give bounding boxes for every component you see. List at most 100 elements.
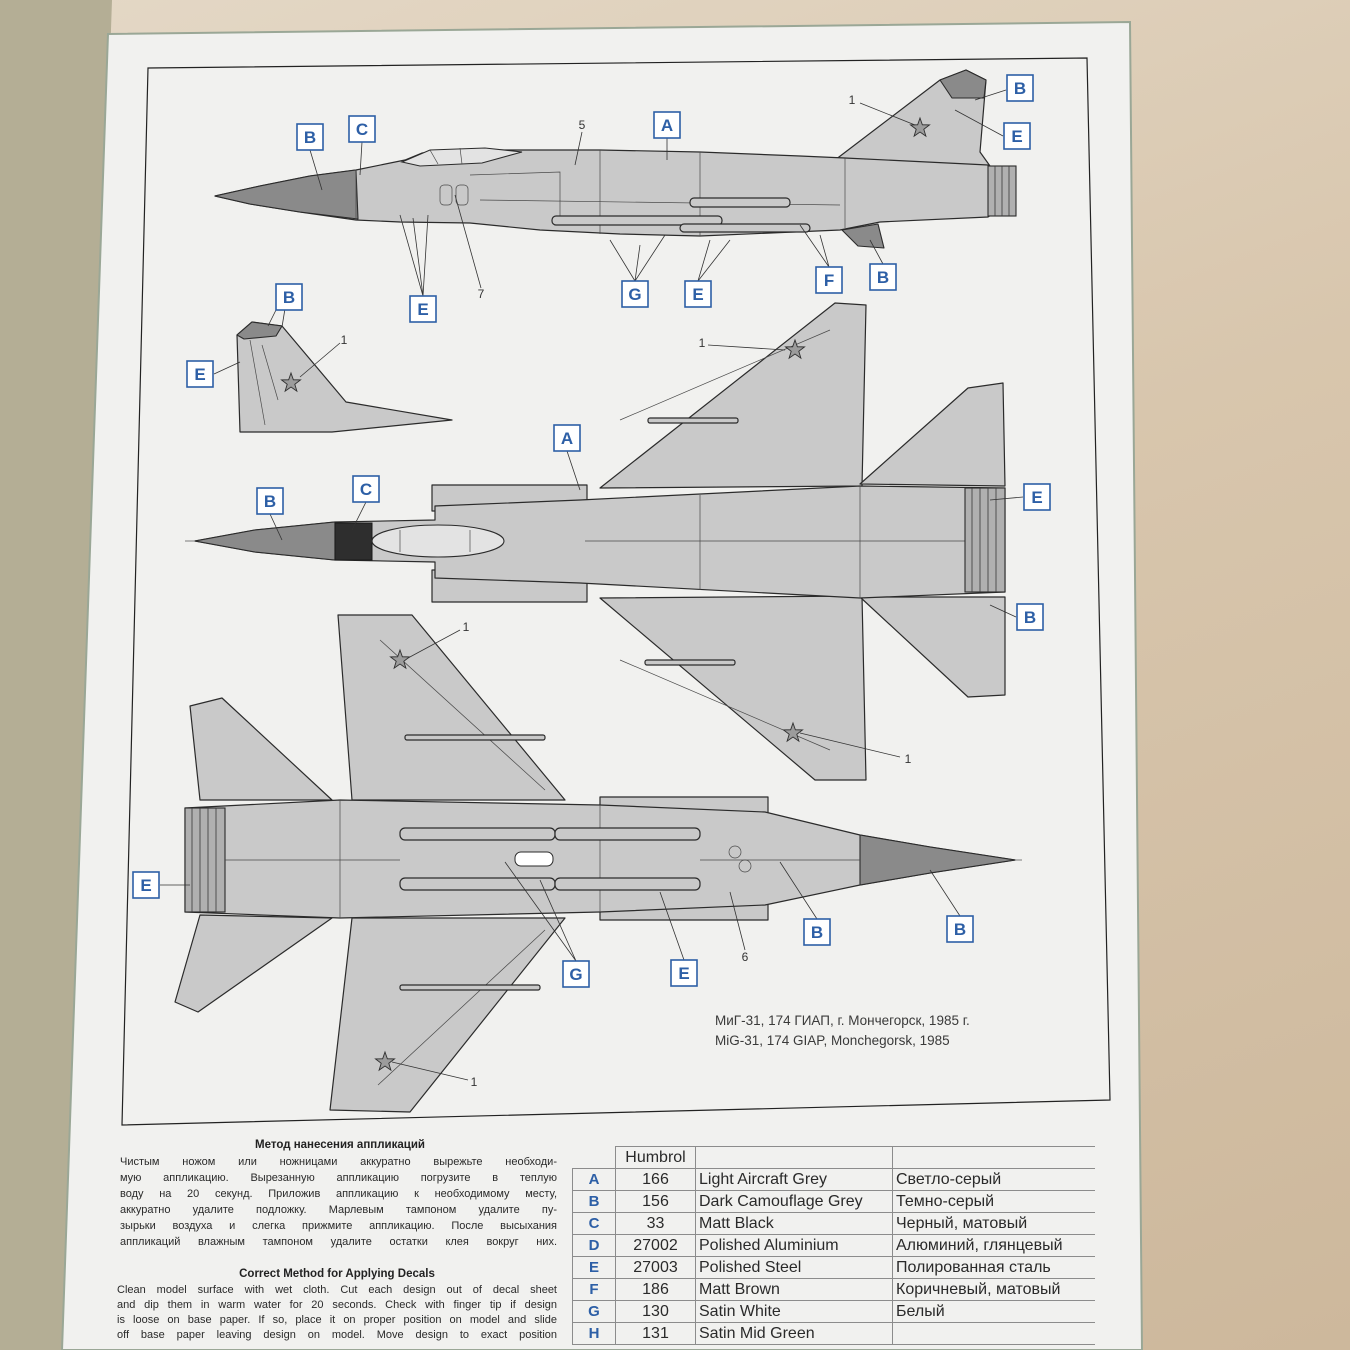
side-view-aircraft xyxy=(214,69,1017,249)
side-panel-window xyxy=(455,184,469,206)
paint-table-container: Humbrol A 166 Light Aircraft Grey Светло… xyxy=(572,1146,1095,1350)
table-row: F 186 Matt Brown Коричневый, матовый xyxy=(572,1278,1095,1301)
paint-code: E xyxy=(572,1256,616,1279)
top-nozzle-stripes xyxy=(971,488,997,592)
color-name-english: Light Aircraft Grey xyxy=(695,1168,893,1191)
table-row: A 166 Light Aircraft Grey Светло-серый xyxy=(572,1168,1095,1191)
bottom-missile xyxy=(399,827,556,841)
color-name-english: Satin Mid Green xyxy=(695,1322,893,1345)
color-name-english: Matt Brown xyxy=(695,1278,893,1301)
bottom-label-g: G xyxy=(562,960,590,988)
humbrol-number: 156 xyxy=(615,1190,696,1213)
bottom-nozzles xyxy=(184,807,226,913)
side-label-f: F xyxy=(815,266,843,294)
table-row: G 130 Satin White Белый xyxy=(572,1300,1095,1323)
bottom-missile xyxy=(399,877,556,891)
color-name-russian: Белый xyxy=(892,1300,1095,1323)
side-label-g: G xyxy=(621,280,649,308)
paint-code: G xyxy=(572,1300,616,1323)
side-radome xyxy=(214,169,359,220)
drawing-frame xyxy=(121,57,1111,1126)
bottom-leader-lines xyxy=(160,629,961,1081)
tail-fin-tip xyxy=(236,321,283,340)
color-name-russian xyxy=(892,1322,1095,1345)
label-letter: B xyxy=(877,268,889,287)
tail-detail-view xyxy=(236,321,453,433)
bottom-label-e-belly: E xyxy=(670,959,698,987)
bottom-missile xyxy=(554,877,701,891)
paint-code: F xyxy=(572,1278,616,1301)
color-name-russian: Темно-серый xyxy=(892,1190,1095,1213)
side-label-b: B xyxy=(296,123,324,151)
instruction-line: off base paper leaving design on model. … xyxy=(117,1329,557,1341)
top-wing-missile xyxy=(644,659,736,666)
humbrol-number: 27002 xyxy=(615,1234,696,1257)
top-label-b-nose: B xyxy=(256,487,284,515)
side-label-e-nose: E xyxy=(409,295,437,323)
table-header-row: Humbrol xyxy=(572,1146,1095,1169)
instruction-line: and dip them in warm water for 20 second… xyxy=(117,1299,557,1311)
label-letter: A xyxy=(561,429,573,448)
table-row: H 131 Satin Mid Green xyxy=(572,1322,1095,1345)
bottom-callout-number: 1 xyxy=(463,620,470,634)
tail-panel-lines xyxy=(249,339,279,426)
top-wing-missile xyxy=(647,417,739,424)
humbrol-number: 130 xyxy=(615,1300,696,1323)
top-lower-stabilizer xyxy=(859,596,1006,698)
bottom-label-b-radome: B xyxy=(946,915,974,943)
side-canopy-frame xyxy=(429,147,463,165)
bottom-wing-missile xyxy=(399,984,541,991)
color-name-russian: Светло-серый xyxy=(892,1168,1095,1191)
bottom-lower-stabilizer xyxy=(174,914,333,1013)
label-letter: E xyxy=(140,876,151,895)
humbrol-number: 33 xyxy=(615,1212,696,1235)
table-header-humbrol: Humbrol xyxy=(615,1146,696,1169)
top-canopy xyxy=(371,524,505,558)
label-letter: B xyxy=(283,288,295,307)
side-callout-number: 5 xyxy=(579,118,586,132)
instruction-line: Clean model surface with wet cloth. Cut … xyxy=(117,1284,557,1296)
bottom-upper-stabilizer xyxy=(189,697,333,801)
side-callout-number: 7 xyxy=(478,287,485,301)
color-name-english: Satin White xyxy=(695,1300,893,1323)
label-letter: B xyxy=(304,128,316,147)
label-letter: B xyxy=(954,920,966,939)
tail-label-e: E xyxy=(186,360,214,388)
side-fin-tip xyxy=(939,69,987,99)
humbrol-number: 27003 xyxy=(615,1256,696,1279)
color-name-english: Polished Steel xyxy=(695,1256,893,1279)
top-panel-lines xyxy=(399,329,965,751)
bottom-view-aircraft xyxy=(174,614,1022,1113)
table-header-cell xyxy=(892,1146,1095,1169)
table-surface-left xyxy=(0,0,112,1350)
paint-code: B xyxy=(572,1190,616,1213)
side-ventral-fin xyxy=(841,223,885,249)
paint-color-table: Humbrol A 166 Light Aircraft Grey Светло… xyxy=(572,1146,1095,1345)
bottom-nozzle-stripes xyxy=(191,808,217,912)
table-header-cell xyxy=(572,1146,616,1169)
label-letter: B xyxy=(264,492,276,511)
paint-code: H xyxy=(572,1322,616,1345)
instructions-russian-title: Метод нанесения аппликаций xyxy=(255,1139,425,1151)
label-letter: A xyxy=(661,116,673,135)
tail-callout-number: 1 xyxy=(341,333,348,347)
side-leader-lines xyxy=(309,89,1007,297)
color-name-english: Matt Black xyxy=(695,1212,893,1235)
table-header-cell xyxy=(695,1146,893,1169)
caption-english: MiG-31, 174 GIAP, Monchegorsk, 1985 xyxy=(715,1033,950,1048)
label-letter: F xyxy=(824,271,834,290)
label-letter: E xyxy=(417,300,428,319)
label-letter: E xyxy=(1031,488,1042,507)
bottom-hatch xyxy=(738,859,752,873)
instruction-line: аккуратно удалите подложку. Марлевым там… xyxy=(120,1204,557,1216)
top-antiglare-panel xyxy=(334,522,373,561)
bottom-callout-number: 6 xyxy=(742,950,749,964)
paint-code: C xyxy=(572,1212,616,1235)
side-label-b-fin: B xyxy=(1006,74,1034,102)
table-row: E 27003 Polished Steel Полированная стал… xyxy=(572,1256,1095,1279)
color-name-english: Polished Aluminium xyxy=(695,1234,893,1257)
top-callout-number: 1 xyxy=(699,336,706,350)
side-nozzle-stripes xyxy=(994,166,1010,216)
side-callout-number: 1 xyxy=(849,93,856,107)
instruction-line: аппликаций влажным тампоном удалите оста… xyxy=(120,1236,557,1248)
